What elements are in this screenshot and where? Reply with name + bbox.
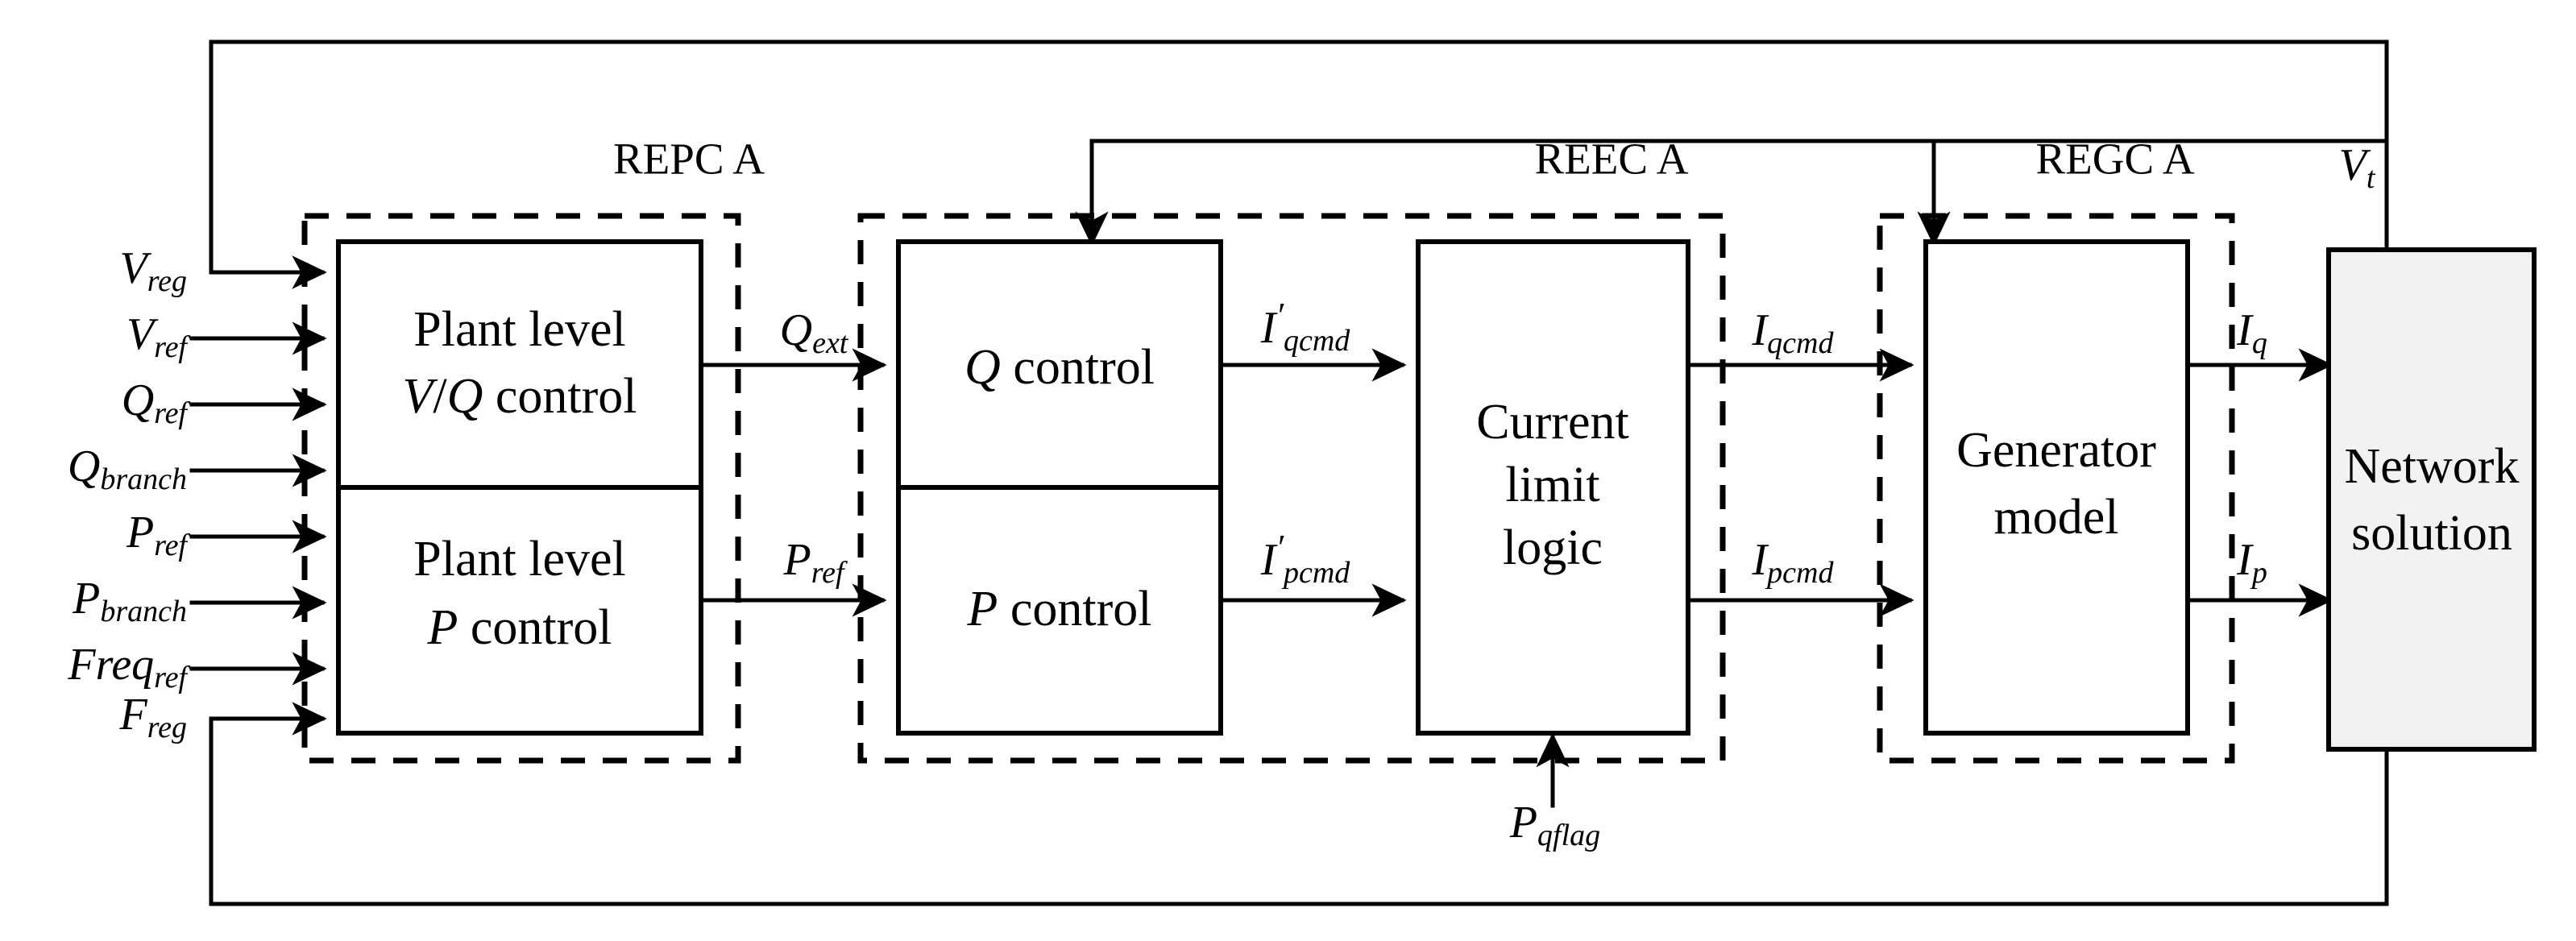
input-label-pbranch: Pbranch xyxy=(72,574,187,628)
signal-label-vt: Vt xyxy=(2339,140,2376,195)
current-limit-line1: Current xyxy=(1476,395,1628,450)
network-solution-line1: Network xyxy=(2345,439,2520,494)
signal-label-ipcmd-prime: I′pcmd xyxy=(1260,528,1351,590)
signal-label-p-ref-inner: Pref xyxy=(782,535,847,590)
freg-feedback-wire xyxy=(209,702,2389,906)
vt-branch-wire xyxy=(1075,139,2389,252)
plant-level-p-line1: Plant level xyxy=(413,532,625,587)
plant-level-p-line2: P control xyxy=(427,600,612,655)
p-control-label: P control xyxy=(967,582,1152,636)
q-control-label: Q control xyxy=(964,340,1155,395)
input-label-freqref: Freqref xyxy=(67,640,190,694)
signal-label-iq: Iq xyxy=(2236,305,2267,360)
q-control-block[interactable] xyxy=(896,239,1223,490)
input-label-pref: Pref xyxy=(126,508,190,562)
p-italic-P: P xyxy=(427,600,458,655)
reec-group-boundary xyxy=(857,213,1726,764)
group-label-repc: REPC A xyxy=(613,135,765,184)
input-label-vreg: Vreg xyxy=(120,243,187,298)
signal-label-iqcmd-prime: I′qcmd xyxy=(1260,296,1351,358)
repc-group-boundary xyxy=(301,213,741,764)
generator-model-block[interactable] xyxy=(1923,239,2190,736)
plant-level-vq-line2: V/Q control xyxy=(402,369,637,424)
plant-level-vq-line1: Plant level xyxy=(413,302,625,357)
input-label-qbranch: Qbranch xyxy=(68,441,187,496)
input-label-qref: Qref xyxy=(122,375,191,430)
plant-level-p-control-block[interactable] xyxy=(336,485,703,736)
current-limit-logic-block[interactable] xyxy=(1416,239,1690,736)
current-limit-line3: logic xyxy=(1503,520,1603,575)
signal-label-iqcmd: Iqcmd xyxy=(1752,305,1835,360)
vq-italic-Q: Q xyxy=(447,369,483,424)
signal-label-ipcmd: Ipcmd xyxy=(1752,535,1835,590)
signal-label-ip: Ip xyxy=(2236,535,2267,590)
network-solution-line2: solution xyxy=(2351,506,2512,561)
current-limit-line2: limit xyxy=(1505,458,1599,512)
generator-model-line2: model xyxy=(1994,490,2119,545)
network-solution-block[interactable] xyxy=(2326,247,2537,752)
plant-level-vq-control-block[interactable] xyxy=(336,239,703,490)
generator-model-line1: Generator xyxy=(1956,423,2156,478)
signal-label-q-ext: Qext xyxy=(780,305,849,360)
vq-italic-V: V xyxy=(402,369,438,424)
signal-label-pqflag: Pqflag xyxy=(1509,798,1600,852)
input-label-freg: Freg xyxy=(119,690,187,744)
regc-group-boundary xyxy=(1877,213,2235,764)
input-label-vref: Vref xyxy=(127,309,190,364)
